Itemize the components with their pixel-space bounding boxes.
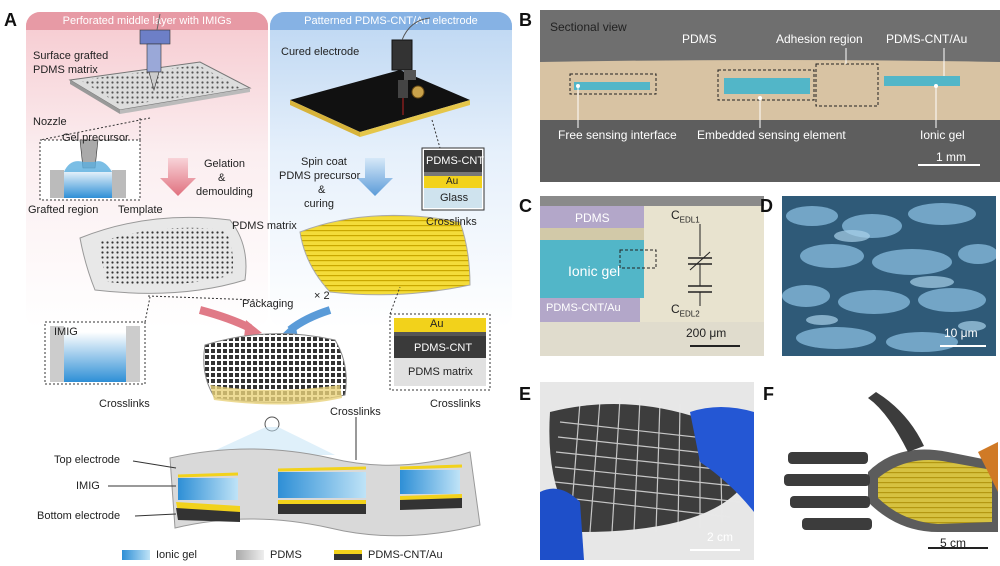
label-nozzle: Nozzle	[33, 116, 67, 128]
label-template: Template	[118, 204, 163, 216]
legend-pdms-cnt-au: PDMS-CNT/Au	[368, 549, 443, 561]
panel-b-label: B	[519, 10, 532, 30]
panel-c-image	[540, 196, 764, 356]
panel-c-scale-label: 200 μm	[686, 326, 727, 340]
label-spin-coat: Spin coat	[301, 156, 347, 168]
embedded-sensing-box	[717, 69, 815, 101]
panel-b-sectional-view: Sectional view	[550, 20, 627, 34]
nozzle-icon	[139, 13, 171, 92]
label-grafted-region: Grafted region	[28, 204, 99, 216]
legend-pdms: PDMS	[270, 549, 302, 561]
packaged-device	[203, 333, 347, 403]
label-stack-glass: Glass	[440, 192, 469, 204]
panel-e-label: E	[519, 384, 532, 404]
panel-b-embedded-sensing: Embedded sensing element	[697, 128, 846, 142]
panel-d-sem-image	[782, 196, 996, 356]
panel-d-label: D	[760, 196, 773, 216]
panel-c-label: C	[519, 196, 532, 216]
panel-c-pdms-cnt-au: PDMS-CNT/Au	[546, 302, 621, 314]
label-pdms-matrix-mid: PDMS matrix	[232, 220, 297, 232]
label-gelation: Gelation	[204, 158, 245, 170]
patterned-electrode-sheet	[299, 214, 471, 296]
label-imig: IMIG	[54, 326, 78, 338]
label-bottom-electrode: Bottom electrode	[37, 510, 121, 522]
label-imig-2: IMIG	[76, 480, 100, 492]
panel-c-cedl2-main: C	[671, 302, 680, 316]
label-stack2-pdms-cnt: PDMS-CNT	[414, 342, 473, 354]
blue-glove-right	[690, 407, 754, 512]
panel-a-illustration	[39, 13, 491, 560]
label-stack-pdms-cnt: PDMS-CNT	[426, 155, 485, 167]
free-sensing-box	[569, 73, 657, 95]
cured-electrode-plate	[290, 70, 470, 132]
label-pdms-matrix-top: PDMS matrix	[33, 64, 98, 76]
panel-b-pdms-cnt-au: PDMS-CNT/Au	[886, 32, 968, 46]
label-surface-grafted: Surface grafted	[33, 50, 109, 62]
label-curing: curing	[304, 198, 334, 210]
spin-coat-arrow	[357, 158, 393, 196]
panel-c-cedl2: CEDL2	[671, 302, 700, 318]
legend-ionic-gel-swatch	[122, 550, 150, 560]
packaging-arrow-left	[198, 306, 252, 332]
panel-c-cedl1: CEDL1	[671, 208, 700, 224]
panel-b-pdms: PDMS	[682, 32, 717, 46]
label-cured-electrode: Cured electrode	[281, 46, 360, 58]
panel-d-scale-label: 10 μm	[944, 326, 978, 340]
panel-f-scale-label: 5 cm	[940, 536, 967, 550]
panel-e-photo	[540, 382, 754, 560]
packaging-arrow-right	[287, 306, 332, 334]
panel-e-scale-label: 2 cm	[707, 530, 734, 544]
label-stack2-au: Au	[430, 318, 444, 330]
right-panel-header: Patterned PDMS-CNT/Au electrode	[270, 12, 512, 30]
label-stack-au: Au	[446, 176, 459, 187]
label-pdms-precursor: PDMS precursor	[279, 170, 361, 182]
label-crosslinks-2: Crosslinks	[99, 398, 150, 410]
label-packaging: Packaging	[242, 298, 294, 310]
panel-f-photo	[778, 382, 998, 560]
label-times-2: × 2	[314, 290, 330, 302]
label-crosslinks-1: Crosslinks	[426, 216, 477, 228]
dispenser-icon	[391, 17, 431, 115]
adhesion-region-box	[815, 63, 879, 107]
legend-pdms-swatch	[236, 550, 264, 560]
panel-c-pdms: PDMS	[575, 211, 610, 225]
panel-c-cedl1-sub: EDL1	[679, 215, 700, 225]
panel-a-label: A	[4, 10, 17, 30]
panel-b-adhesion-region: Adhesion region	[776, 32, 863, 46]
panel-c-cedl2-sub: EDL2	[679, 309, 700, 319]
legend-ionic-gel: Ionic gel	[156, 549, 197, 561]
label-top-electrode: Top electrode	[54, 454, 121, 466]
label-crosslinks-4: Crosslinks	[330, 406, 381, 418]
legend-electrode-swatch	[334, 550, 362, 554]
blue-glove-left	[540, 488, 584, 560]
gelation-arrow	[160, 158, 196, 196]
panel-c-zoom-box	[619, 249, 657, 269]
panel-b-image	[540, 10, 1000, 182]
label-gelation-amp: &	[218, 172, 226, 184]
label-demoulding: demoulding	[196, 186, 253, 198]
left-panel-header: Perforated middle layer with IMIGs	[26, 12, 268, 30]
panel-c-cedl1-main: C	[671, 208, 680, 222]
panel-b-ionic-gel: Ionic gel	[920, 128, 965, 142]
panel-b-free-sensing: Free sensing interface	[558, 128, 677, 142]
panel-b-scale-label: 1 mm	[936, 150, 966, 164]
label-spin-amp: &	[318, 184, 326, 196]
label-crosslinks-3: Crosslinks	[430, 398, 481, 410]
panel-f-label: F	[763, 384, 774, 404]
label-gel-precursor: Gel precursor	[62, 132, 129, 144]
label-stack2-pdms-matrix: PDMS matrix	[408, 366, 473, 378]
panel-c-ionic-gel: Ionic gel	[568, 263, 621, 279]
